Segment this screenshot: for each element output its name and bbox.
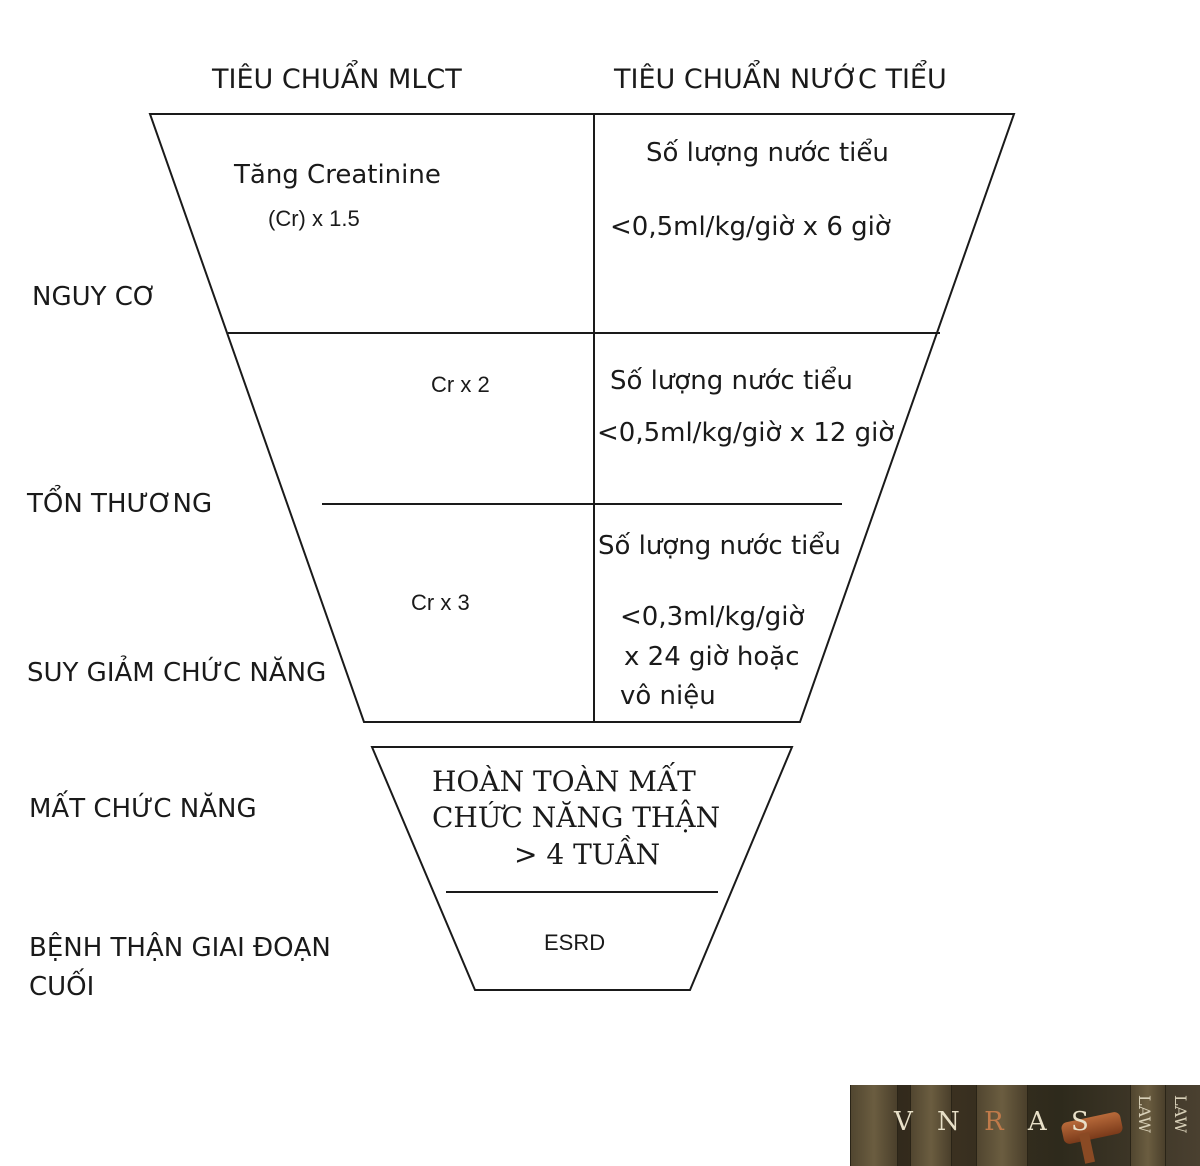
risk-creatinine-value: (Cr) x 1.5 — [268, 208, 360, 230]
stage-label-loss: MẤT CHỨC NĂNG — [29, 796, 257, 822]
logo-letters-a: V N — [894, 1107, 984, 1137]
injury-urine-title: Số lượng nước tiểu — [610, 368, 853, 394]
failure-urine-line3: vô niệu — [620, 683, 716, 709]
loss-line3: > 4 TUẦN — [514, 841, 660, 869]
logo-book-spine — [850, 1085, 898, 1166]
failure-urine-title: Số lượng nước tiểu — [598, 533, 841, 559]
logo-side-text-1: LAW — [1134, 1095, 1154, 1133]
stage-label-risk: NGUY CƠ — [32, 284, 157, 310]
risk-creatinine-title: Tăng Creatinine — [234, 162, 441, 188]
failure-creatinine-value: Cr x 3 — [411, 592, 470, 614]
failure-urine-line2: x 24 giờ hoặc — [624, 644, 800, 670]
logo-letter-r: R — [984, 1107, 1012, 1137]
injury-urine-value: <0,5ml/kg/giờ x 12 giờ — [597, 420, 894, 446]
risk-urine-title: Số lượng nước tiểu — [646, 140, 889, 166]
logo-letters: V N R A S — [894, 1107, 1097, 1137]
stage-label-esrd-line2: CUỐI — [29, 974, 94, 1000]
vnras-law-logo: V N R A S LAW LAW — [850, 1085, 1200, 1166]
logo-side-text-2: LAW — [1170, 1095, 1190, 1133]
failure-urine-line1: <0,3ml/kg/giờ — [620, 604, 804, 630]
loss-line2: CHỨC NĂNG THẬN — [432, 804, 720, 832]
stage-label-failure: SUY GIẢM CHỨC NĂNG — [27, 660, 326, 686]
stage-label-esrd-line1: BỆNH THẬN GIAI ĐOẠN — [29, 935, 331, 961]
injury-creatinine-value: Cr x 2 — [431, 374, 490, 396]
header-urine-criteria: TIÊU CHUẨN NƯỚC TIỂU — [614, 66, 947, 93]
logo-letters-b: A S — [1012, 1107, 1097, 1137]
loss-line1: HOÀN TOÀN MẤT — [432, 768, 696, 796]
stage-label-injury: TỔN THƯƠNG — [27, 491, 212, 517]
esrd-label: ESRD — [544, 932, 605, 954]
header-gfr-criteria: TIÊU CHUẨN MLCT — [212, 66, 462, 93]
risk-urine-value: <0,5ml/kg/giờ x 6 giờ — [610, 214, 891, 240]
